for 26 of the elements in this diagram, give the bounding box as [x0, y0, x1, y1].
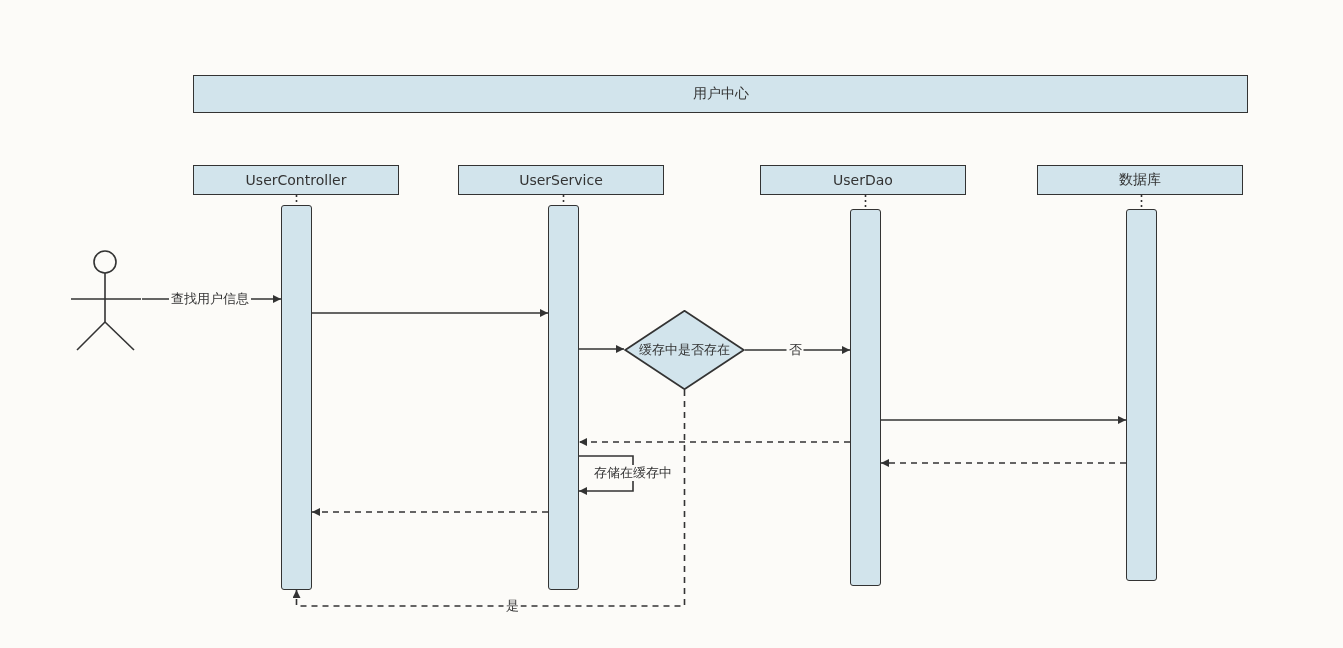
edge-label: 否 [786, 342, 804, 358]
lifeline [864, 194, 867, 210]
actor-figure [70, 250, 142, 352]
participant-box: 数据库 [1037, 165, 1243, 195]
edge-label: 查找用户信息 [169, 291, 251, 307]
activation-bar [281, 205, 312, 590]
lifeline [1140, 194, 1143, 210]
message-arrow [311, 309, 549, 317]
edge-label: 存储在缓存中 [592, 465, 674, 481]
participant-box: UserService [458, 165, 664, 195]
message-arrow [578, 455, 634, 495]
activation-bar [850, 209, 881, 586]
return-arrow [880, 459, 1127, 467]
return-arrow [578, 438, 851, 446]
participant-box: UserDao [760, 165, 966, 195]
return-arrow [311, 508, 549, 516]
decision-diamond: 缓存中是否存在 [624, 310, 745, 390]
edge-label: 是 [503, 598, 521, 614]
participant-box: UserController [193, 165, 399, 195]
activation-bar [548, 205, 579, 590]
message-arrow [578, 345, 625, 353]
system-band: 用户中心 [193, 75, 1248, 113]
message-arrow [880, 416, 1127, 424]
activation-bar [1126, 209, 1157, 581]
message-arrow [744, 346, 851, 354]
return-arrow [292, 389, 686, 607]
